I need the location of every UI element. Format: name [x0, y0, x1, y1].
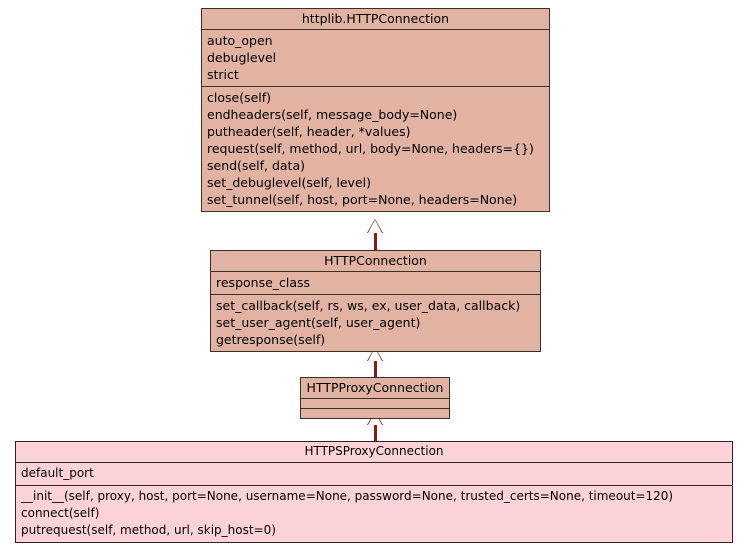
uml-class-httpsproxyconnection[interactable]: HTTPSProxyConnection default_port __init… — [15, 441, 733, 543]
uml-class-httplib-httpconnection[interactable]: httplib.HTTPConnection auto_open debugle… — [201, 8, 550, 212]
method-item: set_callback(self, rs, ws, ex, user_data… — [216, 298, 521, 313]
attribute-item: response_class — [216, 275, 311, 290]
method-item: putrequest(self, method, url, skip_host=… — [21, 523, 276, 537]
class-title-httpsproxyconnection: HTTPSProxyConnection — [16, 442, 732, 463]
attribute-item: strict — [207, 67, 239, 82]
method-item: endheaders(self, message_body=None) — [207, 107, 458, 122]
method-item: connect(self) — [21, 506, 100, 520]
uml-class-httpconnection[interactable]: HTTPConnection response_class set_callba… — [210, 250, 541, 352]
methods-compartment-httpproxyconnection — [301, 409, 449, 418]
method-item: getresponse(self) — [216, 332, 326, 347]
method-item: close(self) — [207, 90, 272, 105]
methods-compartment-httplib-httpconnection: close(self) endheaders(self, message_bod… — [202, 87, 549, 211]
attributes-compartment-httpproxyconnection — [301, 399, 449, 409]
class-title-httplib-httpconnection: httplib.HTTPConnection — [202, 9, 549, 30]
methods-compartment-httpsproxyconnection: __init__(self, proxy, host, port=None, u… — [16, 486, 732, 542]
attribute-item: debuglevel — [207, 50, 277, 65]
generalization-line — [373, 231, 377, 250]
attributes-compartment-httplib-httpconnection: auto_open debuglevel strict — [202, 30, 549, 87]
method-item: set_user_agent(self, user_agent) — [216, 315, 421, 330]
attributes-compartment-httpsproxyconnection: default_port — [16, 463, 732, 486]
generalization-line — [373, 423, 377, 441]
method-item: set_tunnel(self, host, port=None, header… — [207, 192, 518, 207]
generalization-httpconnection-to-httplib — [360, 219, 390, 250]
generalization-line — [373, 359, 377, 377]
generalization-arrowhead — [368, 220, 382, 233]
class-title-httpproxyconnection: HTTPProxyConnection — [301, 378, 449, 399]
uml-class-httpproxyconnection[interactable]: HTTPProxyConnection — [300, 377, 450, 419]
method-item: send(self, data) — [207, 158, 305, 173]
method-item: __init__(self, proxy, host, port=None, u… — [21, 489, 674, 503]
method-item: set_debuglevel(self, level) — [207, 175, 371, 190]
methods-compartment-httpconnection: set_callback(self, rs, ws, ex, user_data… — [211, 295, 540, 351]
method-item: request(self, method, url, body=None, he… — [207, 141, 534, 156]
attribute-item: auto_open — [207, 33, 273, 48]
class-title-httpconnection: HTTPConnection — [211, 251, 540, 272]
attributes-compartment-httpconnection: response_class — [211, 272, 540, 295]
attribute-item: default_port — [21, 466, 94, 480]
method-item: putheader(self, header, *values) — [207, 124, 411, 139]
